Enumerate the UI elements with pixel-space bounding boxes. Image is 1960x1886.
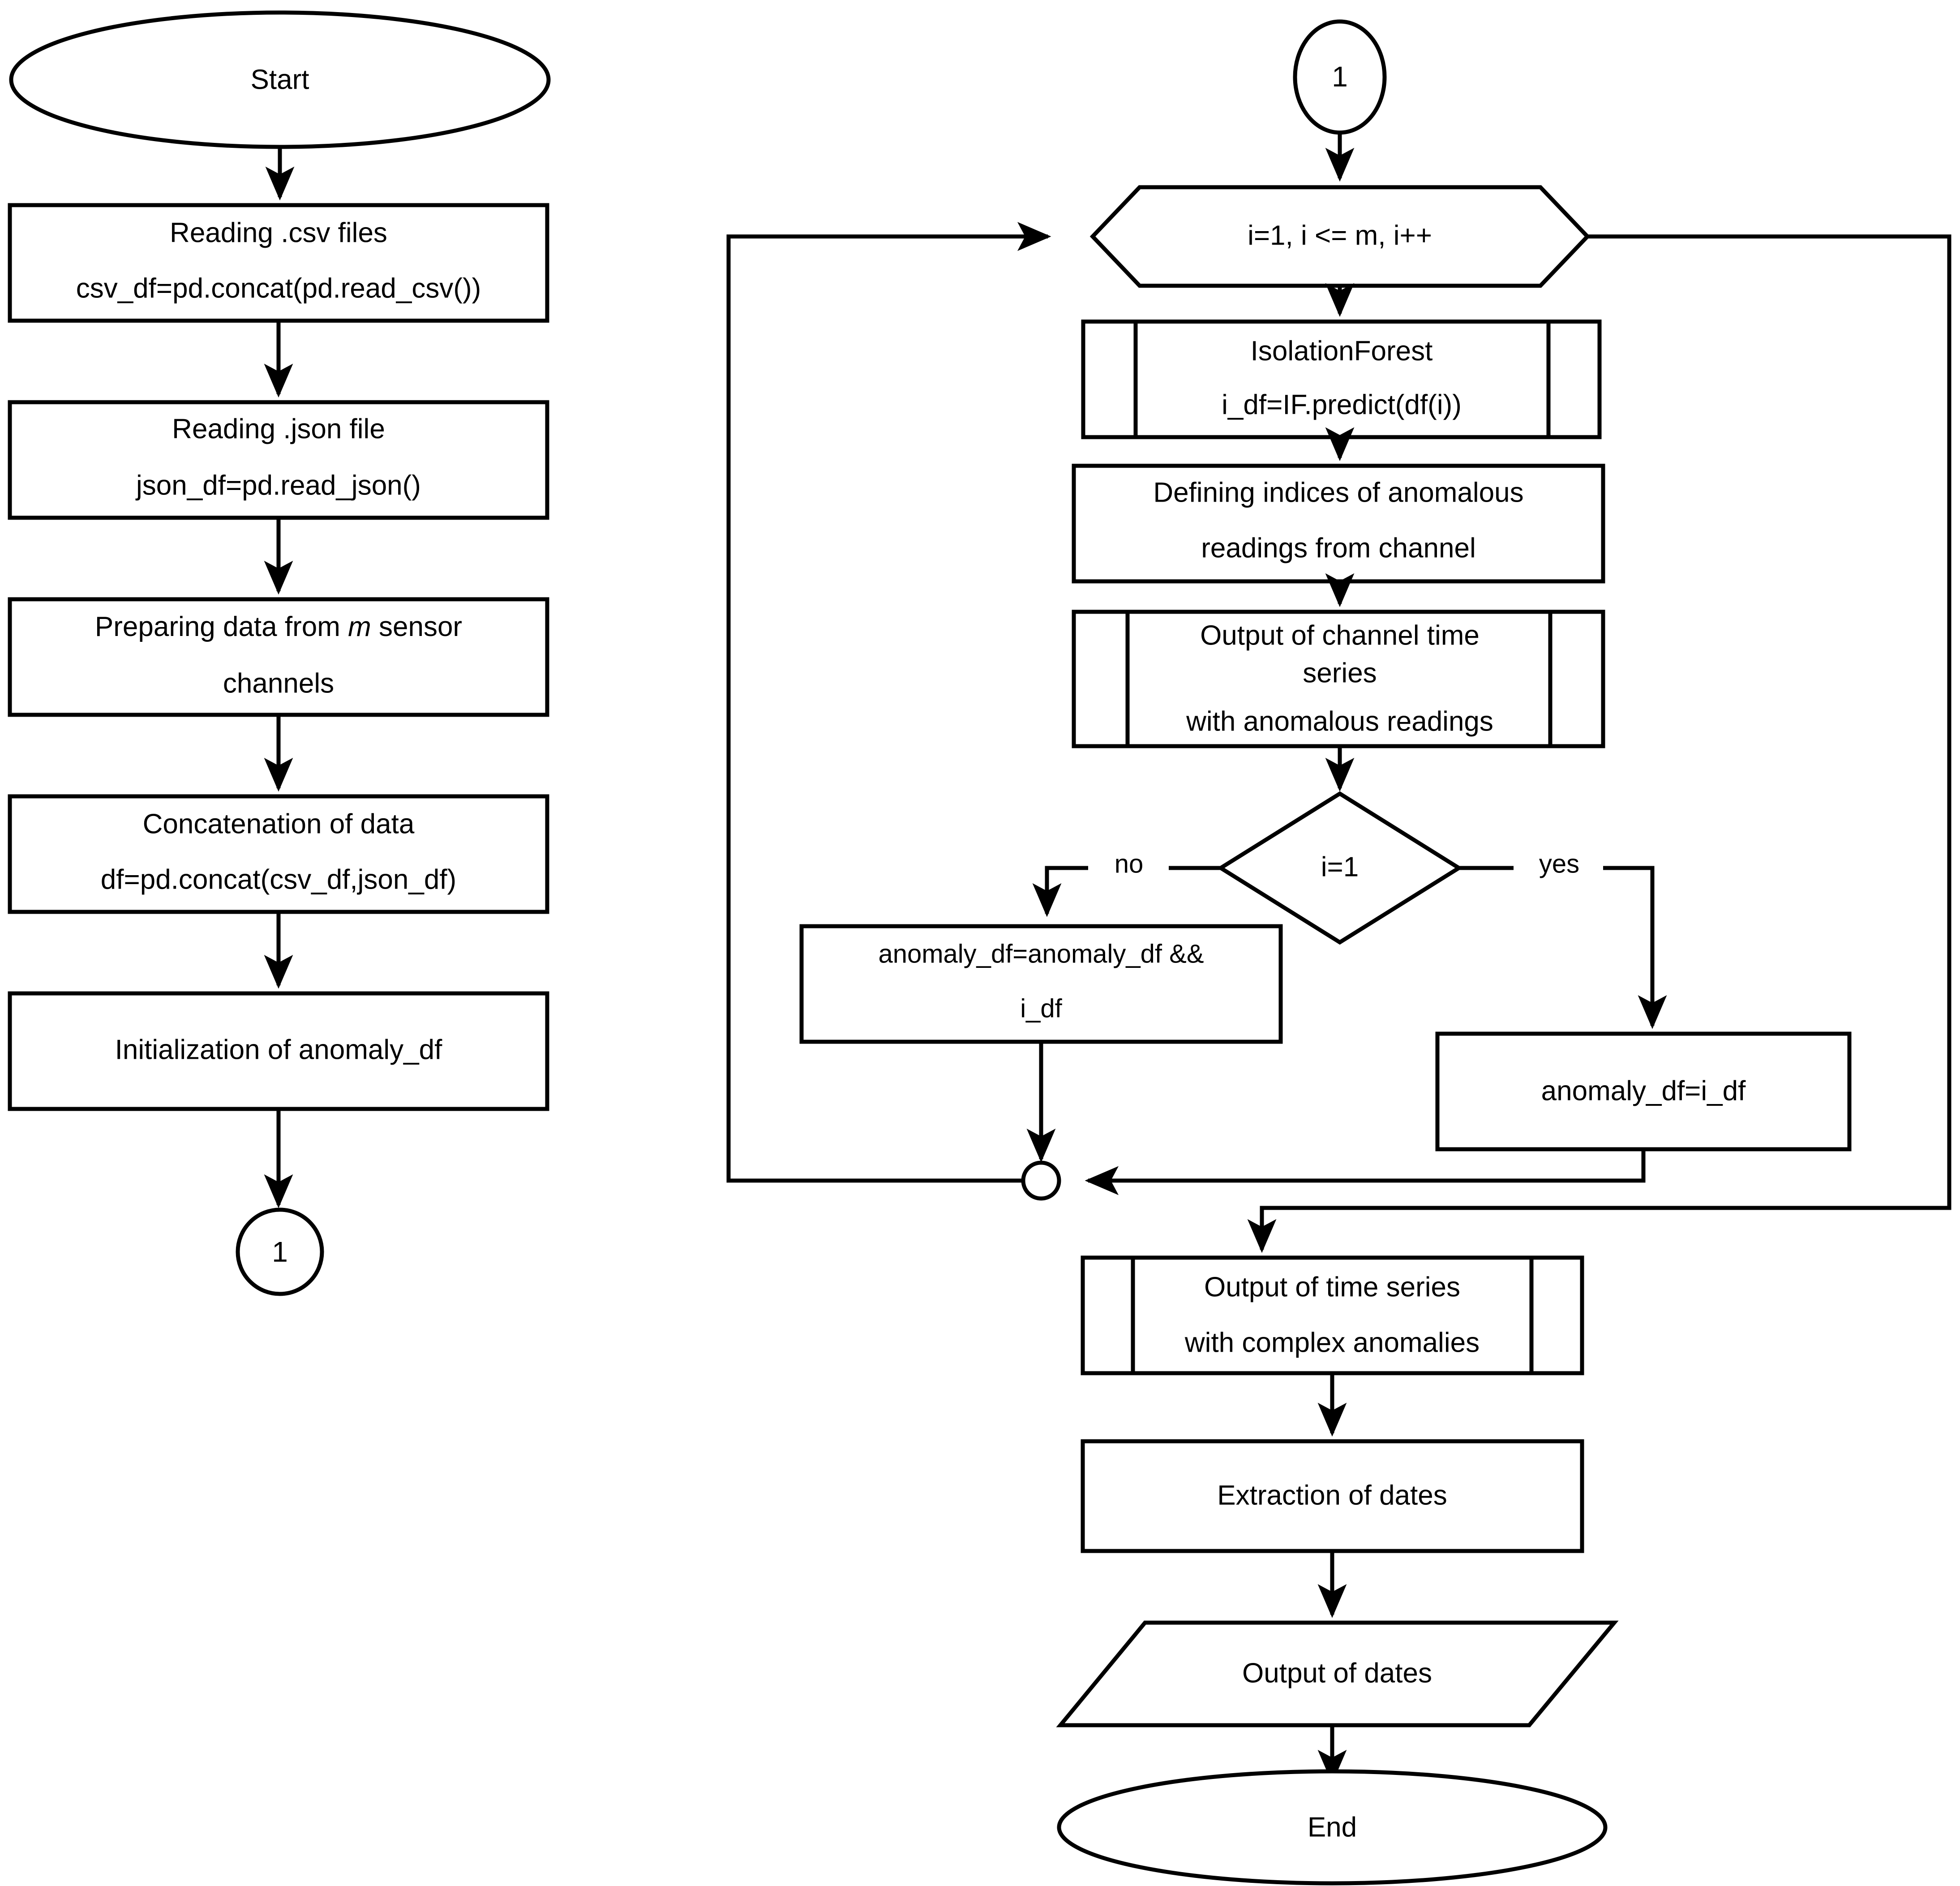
- node-init-anomaly-label: Initialization of anomaly_df: [115, 1034, 442, 1065]
- edge-anomaly-assign-to-merge: [1085, 1149, 1646, 1195]
- node-anomaly-assign: anomaly_df=i_df: [1435, 1031, 1852, 1151]
- node-prepare-line2: channels: [223, 668, 334, 699]
- node-read-csv: Reading .csv files csv_df=pd.concat(pd.r…: [8, 203, 549, 323]
- edge-label-yes-bg: [1514, 846, 1603, 887]
- node-isolation-forest: IsolationForest i_df=IF.predict(df(i)): [1081, 319, 1602, 439]
- node-concat: Concatenation of data df=pd.concat(csv_d…: [8, 794, 549, 914]
- node-merge-junction: [1021, 1160, 1061, 1201]
- node-output-complex-line1: Output of time series: [1204, 1272, 1460, 1302]
- node-output-complex-line2: with complex anomalies: [1184, 1327, 1480, 1358]
- edge-merge-to-loop-back: [726, 222, 1051, 1183]
- edge-label-no: no: [1115, 849, 1144, 878]
- node-read-json-line1: Reading .json file: [172, 413, 385, 444]
- node-isolation-forest-line1: IsolationForest: [1251, 335, 1433, 366]
- node-end: End: [1057, 1769, 1608, 1886]
- node-prepare-line1-pre: Preparing data from: [95, 611, 348, 642]
- node-defining-indices: Defining indices of anomalous readings f…: [1072, 464, 1605, 584]
- node-anomaly-and-line1: anomaly_df=anomaly_df &&: [878, 939, 1204, 968]
- node-connector-1-top: 1: [1293, 19, 1387, 135]
- node-loop: i=1, i <= m, i++: [1089, 185, 1591, 288]
- node-concat-line1: Concatenation of data: [143, 808, 415, 839]
- node-init-anomaly: Initialization of anomaly_df: [8, 991, 549, 1111]
- node-isolation-forest-line2: i_df=IF.predict(df(i)): [1222, 389, 1462, 420]
- node-anomaly-and-line2: i_df: [1020, 994, 1062, 1023]
- node-prepare: Preparing data from m sensor channels: [8, 597, 549, 717]
- node-read-json-line2: json_df=pd.read_json(): [135, 470, 421, 501]
- node-read-csv-line1: Reading .csv files: [170, 217, 387, 248]
- node-anomaly-assign-label: anomaly_df=i_df: [1541, 1075, 1746, 1106]
- edge-loop-exit-to-output-complex: [1247, 234, 1951, 1253]
- node-concat-line2: df=pd.concat(csv_df,json_df): [101, 864, 456, 895]
- node-output-channel: Output of channel time series with anoma…: [1072, 610, 1605, 748]
- node-connector-1-bottom: 1: [236, 1207, 324, 1296]
- node-end-label: End: [1308, 1812, 1357, 1843]
- node-anomaly-and: anomaly_df=anomaly_df && i_df: [799, 924, 1283, 1044]
- node-defining-indices-line2: readings from channel: [1201, 533, 1475, 563]
- node-read-csv-line2: csv_df=pd.concat(pd.read_csv()): [76, 273, 481, 304]
- node-loop-label: i=1, i <= m, i++: [1248, 220, 1432, 251]
- node-extraction-label: Extraction of dates: [1217, 1480, 1447, 1511]
- node-output-channel-line3: with anomalous readings: [1186, 706, 1493, 737]
- node-output-complex: Output of time series with complex anoma…: [1081, 1255, 1584, 1375]
- node-prepare-line1-post: sensor: [371, 611, 462, 642]
- node-output-channel-line1: Output of channel time: [1200, 620, 1480, 651]
- edge-label-no-bg: [1088, 846, 1169, 887]
- node-prepare-line1-italic: m: [348, 611, 371, 642]
- node-start: Start: [9, 10, 551, 149]
- node-output-dates: Output of dates: [1056, 1620, 1619, 1727]
- node-decision-label: i=1: [1321, 851, 1359, 882]
- node-read-json: Reading .json file json_df=pd.read_json(…: [8, 400, 549, 520]
- node-start-label: Start: [251, 64, 309, 95]
- node-connector-1-bottom-label: 1: [272, 1236, 288, 1268]
- node-output-dates-label: Output of dates: [1242, 1658, 1432, 1688]
- node-output-channel-line2: series: [1303, 657, 1377, 688]
- node-prepare-line1: Preparing data from m sensor: [95, 611, 462, 642]
- edge-decision-yes: [1459, 866, 1667, 1029]
- node-extraction: Extraction of dates: [1081, 1439, 1584, 1553]
- node-connector-1-top-label: 1: [1332, 60, 1348, 93]
- node-defining-indices-line1: Defining indices of anomalous: [1153, 477, 1523, 508]
- edge-label-yes: yes: [1539, 849, 1579, 878]
- node-decision: i=1: [1217, 791, 1463, 945]
